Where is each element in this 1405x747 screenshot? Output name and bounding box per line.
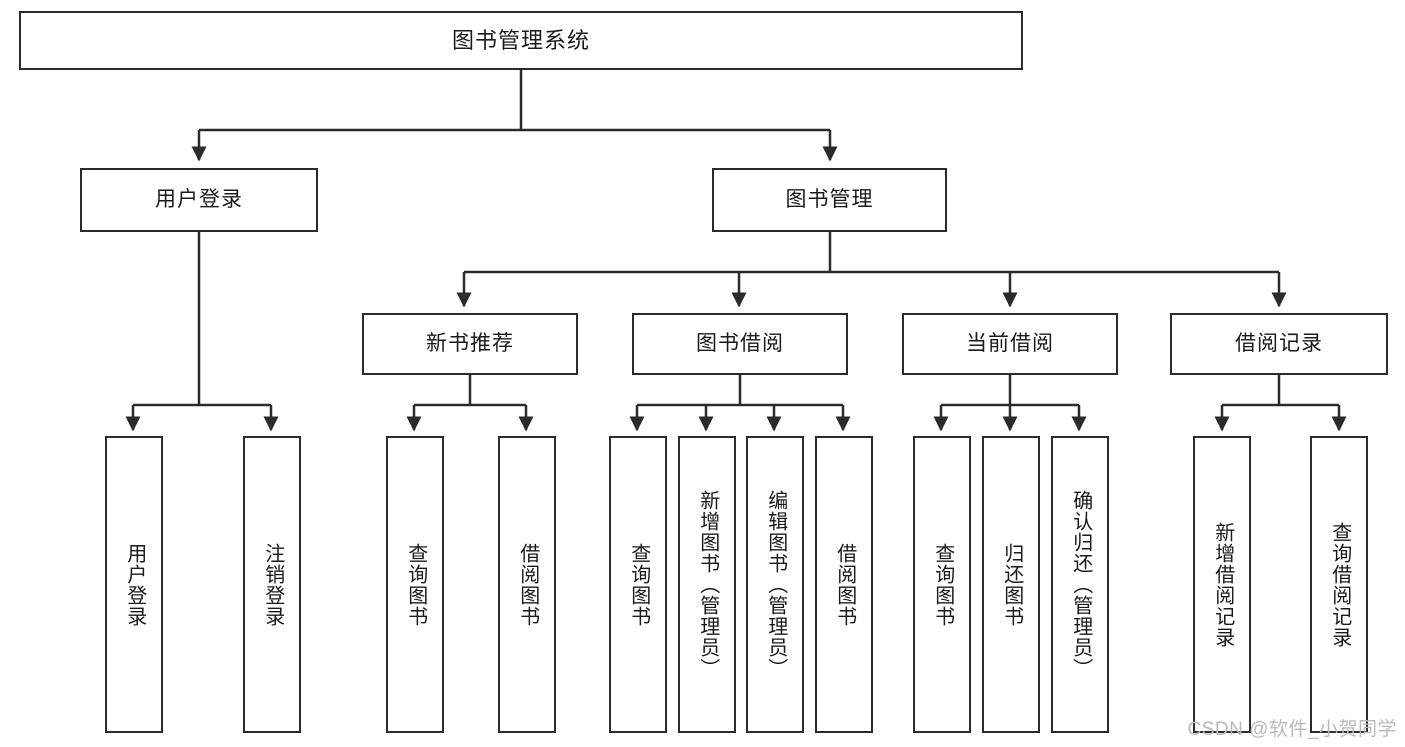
node-new-book-recommend-label: 新书推荐: [426, 331, 514, 355]
leaf-query-borrow-record-label: 查询借阅记录: [1328, 521, 1351, 648]
leaf-return-book-label: 归还图书: [1000, 542, 1023, 627]
node-book-borrow[interactable]: 图书借阅: [632, 313, 848, 375]
leaf-query-borrow-record[interactable]: 查询借阅记录: [1310, 436, 1368, 733]
node-borrow-record-label: 借阅记录: [1235, 331, 1323, 355]
leaf-add-borrow-record-label: 新增借阅记录: [1211, 521, 1234, 648]
leaf-logout[interactable]: 注销登录: [243, 436, 301, 733]
leaf-return-book[interactable]: 归还图书: [982, 436, 1040, 733]
leaf-add-borrow-record[interactable]: 新增借阅记录: [1193, 436, 1251, 733]
node-current-borrow-label: 当前借阅: [966, 331, 1054, 355]
leaf-add-book-admin[interactable]: 新增图书（管理员）: [678, 436, 736, 733]
node-book-management[interactable]: 图书管理: [712, 168, 947, 232]
node-user-login[interactable]: 用户登录: [80, 168, 318, 232]
leaf-borrow-book-recommend[interactable]: 借阅图书: [498, 436, 556, 733]
leaf-edit-book-admin[interactable]: 编辑图书（管理员）: [746, 436, 804, 733]
leaf-query-book-recommend-label: 查询图书: [404, 542, 427, 627]
node-user-login-label: 用户登录: [155, 187, 243, 211]
leaf-user-login[interactable]: 用户登录: [105, 436, 163, 733]
leaf-query-book-current[interactable]: 查询图书: [913, 436, 971, 733]
leaf-confirm-return-admin[interactable]: 确认归还（管理员）: [1051, 436, 1109, 733]
leaf-query-book-borrow[interactable]: 查询图书: [609, 436, 667, 733]
node-book-management-label: 图书管理: [785, 187, 874, 211]
node-current-borrow[interactable]: 当前借阅: [902, 313, 1118, 375]
leaf-query-book-borrow-label: 查询图书: [627, 542, 650, 627]
node-borrow-record[interactable]: 借阅记录: [1170, 313, 1388, 375]
node-book-borrow-label: 图书借阅: [696, 331, 784, 355]
node-new-book-recommend[interactable]: 新书推荐: [362, 313, 578, 375]
leaf-edit-book-admin-label: 编辑图书（管理员）: [764, 490, 787, 679]
leaf-query-book-current-label: 查询图书: [931, 542, 954, 627]
leaf-user-login-label: 用户登录: [123, 542, 146, 627]
node-root[interactable]: 图书管理系统: [19, 11, 1023, 70]
node-root-label: 图书管理系统: [451, 27, 590, 53]
leaf-logout-label: 注销登录: [261, 542, 284, 627]
leaf-query-book-recommend[interactable]: 查询图书: [386, 436, 444, 733]
leaf-borrow-book[interactable]: 借阅图书: [815, 436, 873, 733]
leaf-borrow-book-label: 借阅图书: [833, 542, 856, 627]
leaf-confirm-return-admin-label: 确认归还（管理员）: [1069, 490, 1092, 679]
leaf-borrow-book-recommend-label: 借阅图书: [516, 542, 539, 627]
leaf-add-book-admin-label: 新增图书（管理员）: [696, 490, 719, 679]
